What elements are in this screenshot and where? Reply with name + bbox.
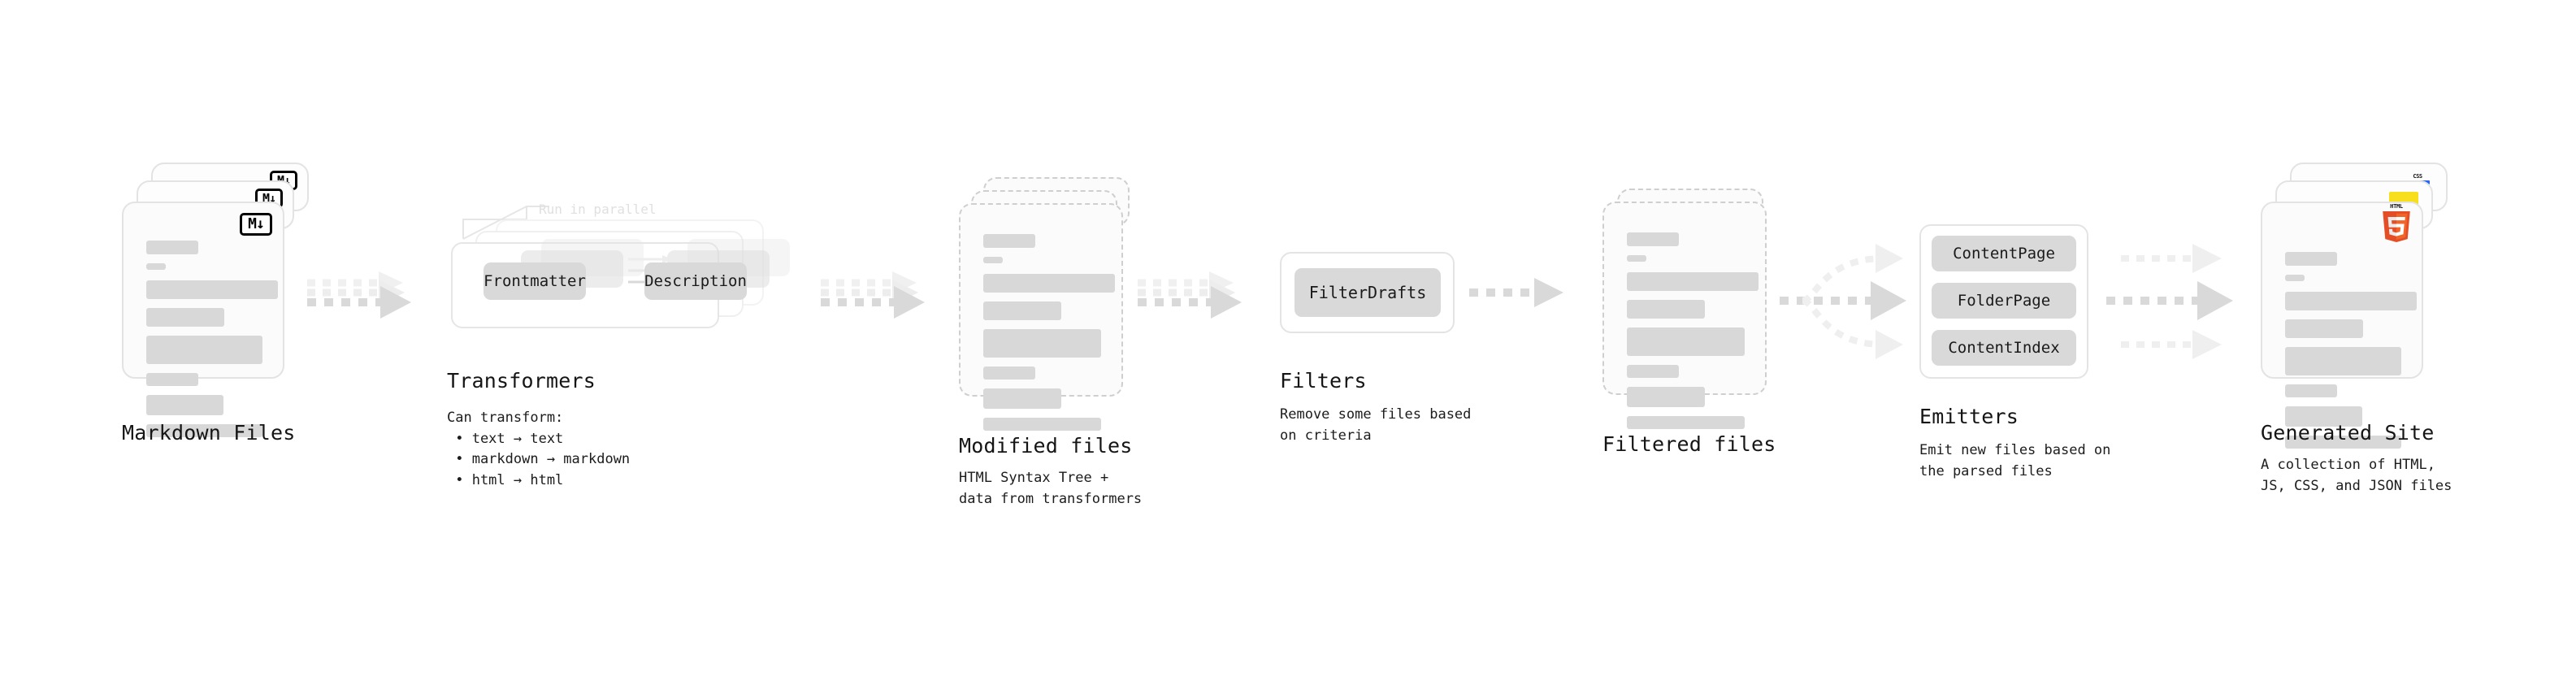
stage-subtitle-modified-files: HTML Syntax Tree + data from transformer… bbox=[959, 470, 1143, 507]
stage-modified-files: Modified files HTML Syntax Tree + data f… bbox=[959, 177, 1142, 507]
stage-subtitle-emitters: Emit new files based on the parsed files bbox=[1919, 442, 2111, 479]
stage-markdown-files: M↓ M↓ M↓ Markdown Files bbox=[122, 163, 309, 445]
emitter-chip-folderpage[interactable]: FolderPage bbox=[1932, 283, 2076, 319]
chip-label: ContentPage bbox=[1953, 245, 2055, 262]
arrow-transformers-to-modified bbox=[821, 271, 925, 319]
stage-generated-site: CSS HTML bbox=[2261, 163, 2452, 494]
stage-title-filters: Filters bbox=[1280, 369, 1367, 393]
modified-card-stack bbox=[959, 177, 1138, 431]
arrow-modified-to-filters bbox=[1138, 271, 1242, 319]
stage-subtitle-transformers: Can transform: • text → text • markdown … bbox=[447, 410, 631, 488]
arrow-filtered-to-emitters-fanout bbox=[1780, 244, 1906, 359]
html5-badge-label: HTML bbox=[2390, 203, 2403, 210]
stage-title-generated-site: Generated Site bbox=[2261, 421, 2435, 445]
run-in-parallel-label: Run in parallel bbox=[539, 202, 657, 217]
chip-label: FolderPage bbox=[1957, 292, 2051, 310]
chip-label: Description bbox=[644, 272, 747, 290]
arrow-markdown-to-transformers bbox=[307, 271, 411, 319]
chip-label: Frontmatter bbox=[484, 272, 586, 290]
card-placeholder-lines bbox=[1627, 232, 1759, 438]
stage-title-markdown-files: Markdown Files bbox=[122, 421, 296, 445]
stage-title-transformers: Transformers bbox=[447, 369, 596, 393]
transformer-chip-frontmatter[interactable]: Frontmatter bbox=[484, 262, 586, 300]
filtered-card-front bbox=[1602, 202, 1767, 429]
stage-title-emitters: Emitters bbox=[1919, 405, 2019, 428]
card-placeholder-lines bbox=[2285, 252, 2417, 458]
card-placeholder-lines bbox=[146, 241, 278, 446]
filtered-card-stack bbox=[1602, 189, 1781, 432]
markdown-card-front: M↓ bbox=[122, 202, 284, 437]
emitter-chip-contentpage[interactable]: ContentPage bbox=[1932, 236, 2076, 271]
stage-subtitle-generated-site: A collection of HTML, JS, CSS, and JSON … bbox=[2261, 457, 2452, 494]
stage-title-modified-files: Modified files bbox=[959, 434, 1133, 458]
site-card-front: HTML bbox=[2261, 202, 2423, 449]
chip-label: FilterDrafts bbox=[1308, 283, 1427, 302]
arrow-emitters-to-site bbox=[2106, 244, 2233, 359]
stage-subtitle-filters: Remove some files based on criteria bbox=[1280, 406, 1472, 444]
markdown-badge: M↓ bbox=[240, 213, 272, 236]
site-card-stack: CSS HTML bbox=[2261, 163, 2448, 449]
filter-chip-filterdrafts[interactable]: FilterDrafts bbox=[1295, 268, 1441, 317]
arrow-filters-to-filtered bbox=[1469, 278, 1563, 307]
chip-label: ContentIndex bbox=[1948, 339, 2060, 357]
card-placeholder-lines bbox=[983, 234, 1115, 440]
html5-icon bbox=[2383, 211, 2410, 242]
transformer-chip-description[interactable]: Description bbox=[644, 262, 747, 300]
emitter-chip-contentindex[interactable]: ContentIndex bbox=[1932, 330, 2076, 366]
css3-badge-label: CSS bbox=[2413, 173, 2422, 180]
modified-card-front bbox=[959, 203, 1123, 431]
stage-title-filtered-files: Filtered files bbox=[1602, 432, 1776, 456]
stage-filtered-files: Filtered files bbox=[1602, 189, 1781, 456]
markdown-card-stack: M↓ M↓ M↓ bbox=[122, 163, 309, 437]
